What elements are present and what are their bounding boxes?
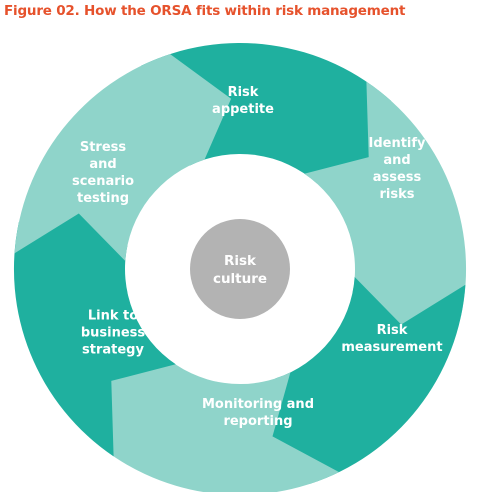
cycle-arrow-2 [304, 81, 467, 347]
cycle-arrow-3 [248, 277, 466, 484]
figure-title: Figure 02. How the ORSA fits within risk… [4, 3, 406, 19]
cycle-arrows [13, 42, 467, 492]
cycle-arrow-4 [88, 354, 340, 492]
risk-culture-circle [190, 219, 290, 319]
cycle-arrow-5 [13, 191, 176, 457]
cycle-arrow-6 [14, 54, 232, 261]
